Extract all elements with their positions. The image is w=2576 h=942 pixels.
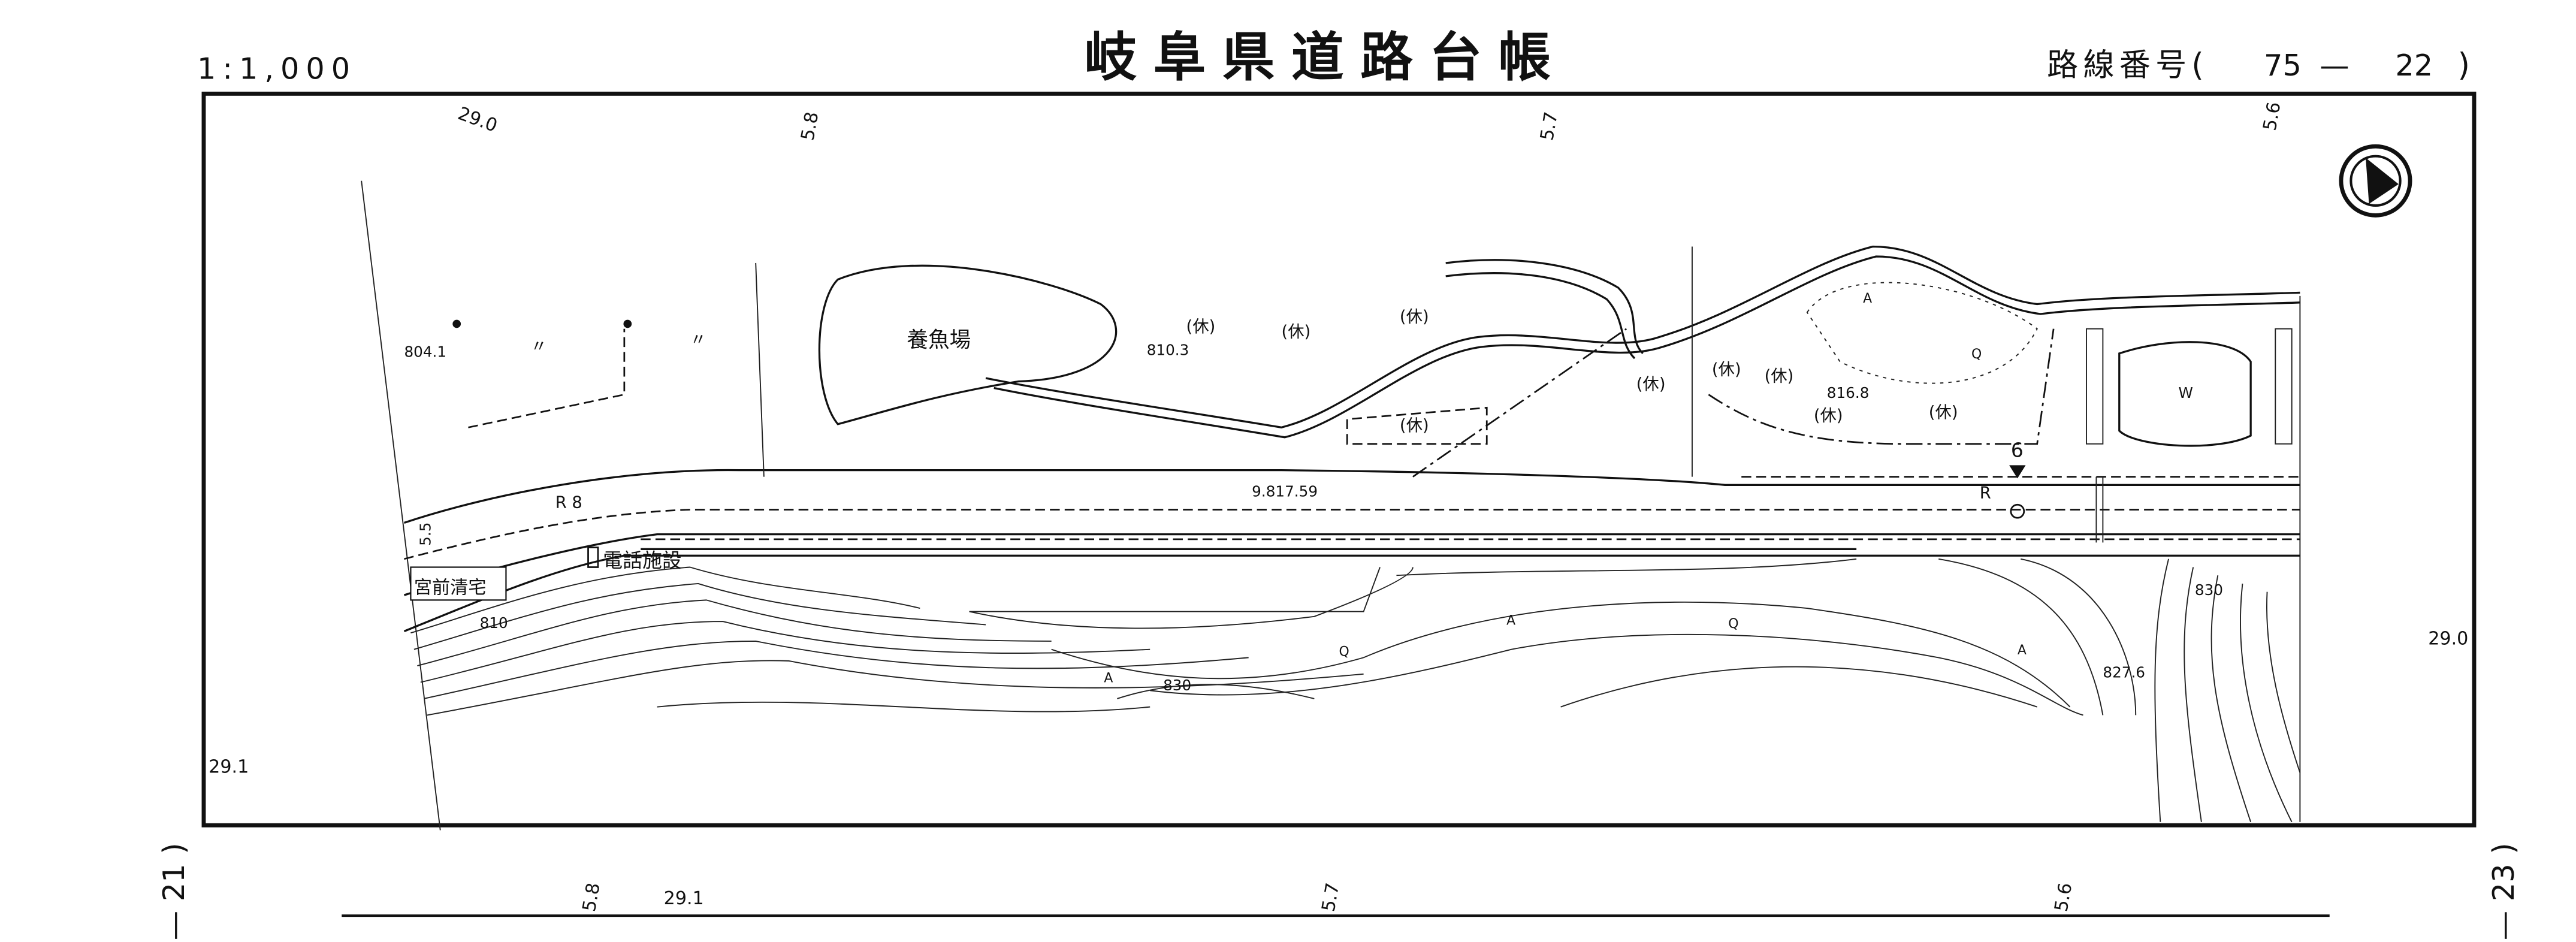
fallow-field-label: (休) (1712, 361, 1741, 379)
station-label: 5.7 (1318, 881, 1344, 913)
route-number-minor: 22 (2395, 48, 2433, 83)
station-label-right: 29.0 (2428, 628, 2468, 649)
elevation-label: 810.3 (1147, 342, 1189, 359)
route-number-close: ) (2458, 47, 2470, 83)
sheet-title: 岐阜県道路台帳 (1085, 27, 1568, 88)
point-6-label: 6 (2011, 439, 2024, 462)
station-label: 5.6 (2260, 101, 2285, 132)
survey-point-icon (452, 319, 461, 328)
survey-center-icon (2010, 503, 2025, 519)
curve-radius-label: R (1980, 484, 1991, 502)
route-number-dash: — (2320, 48, 2349, 83)
left-page-ref: — 21 ) (156, 843, 191, 940)
survey-point-icon (623, 319, 632, 328)
phone-facility-label: 電話施設 (603, 548, 682, 572)
house-outline (410, 566, 507, 601)
symbol-label: Q (1339, 645, 1349, 660)
fallow-field-label: (休) (1765, 367, 1794, 385)
station-label: 5.8 (798, 110, 823, 142)
station-markers-top: 29.0 5.8 5.7 5.6 (455, 101, 2285, 143)
triangulation-point-icon (2009, 465, 2026, 479)
fallow-field-label: (休) (1814, 406, 1843, 425)
route-number-label: 路線番号( (2047, 47, 2209, 83)
route-number-major: 75 (2264, 48, 2302, 83)
fallow-field-label: (休) (1636, 375, 1666, 394)
contour-label: 830 (1163, 677, 1191, 694)
map-linework (361, 180, 2301, 831)
field-mark: 〃 (531, 337, 547, 356)
station-label: 5.8 (579, 881, 605, 913)
scale-label: 1:1,000 (197, 52, 357, 86)
benchmark-label: 9.817.59 (1252, 483, 1318, 500)
fallow-field-label: (休) (1400, 308, 1429, 327)
contour-label: 810 (480, 614, 508, 632)
station-label: 29.1 (664, 888, 704, 909)
right-page-ref: — 23 ) (2486, 843, 2521, 940)
symbol-label: A (1863, 291, 1872, 306)
phone-facility-icon (587, 547, 599, 568)
elevation-label: 827.6 (2103, 663, 2145, 681)
station-label: 5.6 (2050, 881, 2076, 913)
station-label: 29.0 (455, 103, 500, 137)
fallow-field-label: (休) (1282, 322, 1311, 341)
fallow-field-label: (休) (1929, 403, 1958, 422)
map-labels: 養魚場 804.1 810.3 816.8 9.817.59 827.6 830… (404, 291, 2223, 694)
road-width-label: 5.5 (416, 523, 434, 546)
field-mark: 〃 (690, 331, 706, 349)
house-label: 宮前清宅 (414, 577, 487, 598)
map-frame (201, 91, 2477, 828)
elevation-label: 816.8 (1827, 384, 1870, 401)
symbol-label: Q (1728, 617, 1738, 632)
north-arrow-icon (2339, 144, 2412, 218)
station-label-left: 29.1 (209, 756, 249, 777)
station-label: 5.7 (1536, 110, 1562, 142)
symbol-label: A (2018, 643, 2027, 658)
fish-farm-label: 養魚場 (907, 328, 971, 352)
contour-label: 830 (2195, 581, 2223, 599)
station-markers-bottom: 5.8 29.1 5.7 5.6 (579, 881, 2076, 913)
fallow-field-label: (休) (1186, 318, 1216, 336)
curve-radius-label: R 8 (555, 494, 582, 512)
fallow-field-label: (休) (1400, 416, 1429, 435)
symbol-label: Q (1971, 347, 1982, 362)
symbol-label: A (1104, 671, 1113, 686)
water-tank-label: W (2179, 384, 2193, 401)
elevation-label: 804.1 (404, 343, 446, 360)
symbol-label: A (1506, 614, 1515, 629)
